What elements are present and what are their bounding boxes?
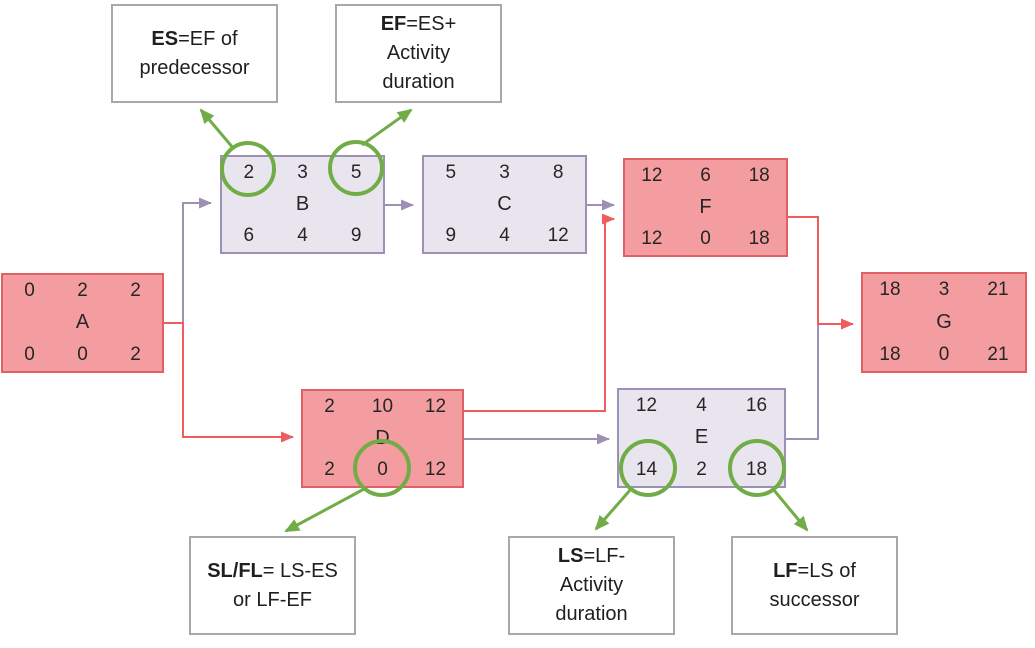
node-C-es: 5 xyxy=(445,161,457,183)
node-D-ls: 2 xyxy=(324,459,335,481)
callout-line: or LF-EF xyxy=(233,588,312,611)
node-B-lf: 9 xyxy=(350,225,362,247)
node-A-ls: 0 xyxy=(24,344,35,366)
node-D-duration: 10 xyxy=(371,395,394,417)
node-E-duration: 4 xyxy=(696,394,707,416)
node-F-duration: 6 xyxy=(700,164,711,186)
node-B-duration: 3 xyxy=(297,161,308,183)
activity-node-G: 18 3 21 G 18 0 21 xyxy=(861,272,1027,373)
callout-line: LS=LF- xyxy=(557,545,626,567)
callout-line: LF=LS of xyxy=(773,559,856,582)
pointer-arrow-ef-rule xyxy=(361,108,413,147)
node-A-lf: 2 xyxy=(130,344,141,366)
node-B-name: B xyxy=(295,193,310,215)
node-C-name: C xyxy=(497,193,512,215)
callout-line: duration xyxy=(382,71,455,93)
node-A-duration: 2 xyxy=(77,279,88,301)
edge-A-B xyxy=(182,197,212,323)
node-E-lf: 18 xyxy=(745,459,768,481)
node-C-slack: 4 xyxy=(499,225,510,247)
callout-ls-rule: LS=LF- Activity duration xyxy=(508,536,675,635)
node-A-es: 0 xyxy=(24,279,35,301)
node-D-name: D xyxy=(375,427,390,449)
node-G-es: 18 xyxy=(879,278,901,300)
activity-node-C: 5 3 8 C 9 4 12 xyxy=(422,155,587,254)
edge-E-G xyxy=(786,325,819,440)
callout-line: EF=ES+ xyxy=(380,13,457,35)
node-B-ef: 5 xyxy=(350,161,362,183)
node-C-ef: 8 xyxy=(552,161,564,183)
node-D-es: 2 xyxy=(324,395,335,417)
node-F-es: 12 xyxy=(641,164,663,186)
node-B-ls: 6 xyxy=(243,225,255,247)
callout-line: Activity xyxy=(386,42,451,64)
activity-node-E: 12 4 16 E 14 2 18 xyxy=(617,388,786,488)
node-G-ef: 21 xyxy=(987,278,1009,300)
node-B-slack: 4 xyxy=(297,225,308,247)
node-C-ls: 9 xyxy=(445,225,457,247)
node-E-ef: 16 xyxy=(745,394,768,416)
node-F-slack: 0 xyxy=(700,228,711,250)
node-E-name: E xyxy=(694,426,709,449)
node-E-ls: 14 xyxy=(635,459,658,481)
callout-slack-rule: SL/FL= LS-ES or LF-EF xyxy=(189,536,356,635)
callout-es-rule: ES=EF of predecessor xyxy=(111,4,278,103)
node-A-name: A xyxy=(75,311,90,334)
edge-A-D xyxy=(164,322,294,443)
node-F-ls: 12 xyxy=(641,228,663,250)
callout-ef-rule: EF=ES+ Activity duration xyxy=(335,4,502,103)
callout-line: predecessor xyxy=(139,56,250,79)
node-B-es: 2 xyxy=(243,161,255,183)
activity-node-A: 0 2 2 A 0 0 2 xyxy=(1,273,164,373)
node-F-name: F xyxy=(699,196,712,218)
pointer-arrow-slack-rule xyxy=(284,486,367,533)
pointer-arrow-lf-rule xyxy=(771,488,809,532)
node-G-duration: 3 xyxy=(938,278,950,300)
node-G-name: G xyxy=(936,310,952,333)
callout-line: duration xyxy=(555,603,628,625)
pointer-arrow-ls-rule xyxy=(594,488,633,531)
node-G-slack: 0 xyxy=(938,344,950,366)
edge-F-G xyxy=(788,216,854,330)
node-A-slack: 0 xyxy=(77,344,88,366)
pointer-arrow-es-rule xyxy=(199,108,236,150)
callout-lf-rule: LF=LS of successor xyxy=(731,536,898,635)
activity-node-D: 2 10 12 D 2 0 12 xyxy=(301,389,464,488)
node-C-duration: 3 xyxy=(499,161,510,183)
activity-node-F: 12 6 18 F 12 0 18 xyxy=(623,158,788,257)
node-F-lf: 18 xyxy=(748,228,770,250)
node-E-es: 12 xyxy=(635,394,658,416)
callout-line: ES=EF of xyxy=(151,27,238,50)
node-D-slack: 0 xyxy=(377,459,388,481)
node-F-ef: 18 xyxy=(748,164,770,186)
callout-line: successor xyxy=(769,588,860,611)
node-G-lf: 21 xyxy=(987,344,1009,366)
node-D-lf: 12 xyxy=(424,459,447,481)
node-G-ls: 18 xyxy=(879,344,901,366)
callout-line: SL/FL= LS-ES xyxy=(207,559,338,582)
node-A-ef: 2 xyxy=(130,279,141,301)
node-C-lf: 12 xyxy=(547,225,569,247)
callout-line: Activity xyxy=(559,574,624,596)
activity-node-B: 2 3 5 B 6 4 9 xyxy=(220,155,385,254)
node-E-slack: 2 xyxy=(696,459,707,481)
node-D-ef: 12 xyxy=(424,395,447,417)
